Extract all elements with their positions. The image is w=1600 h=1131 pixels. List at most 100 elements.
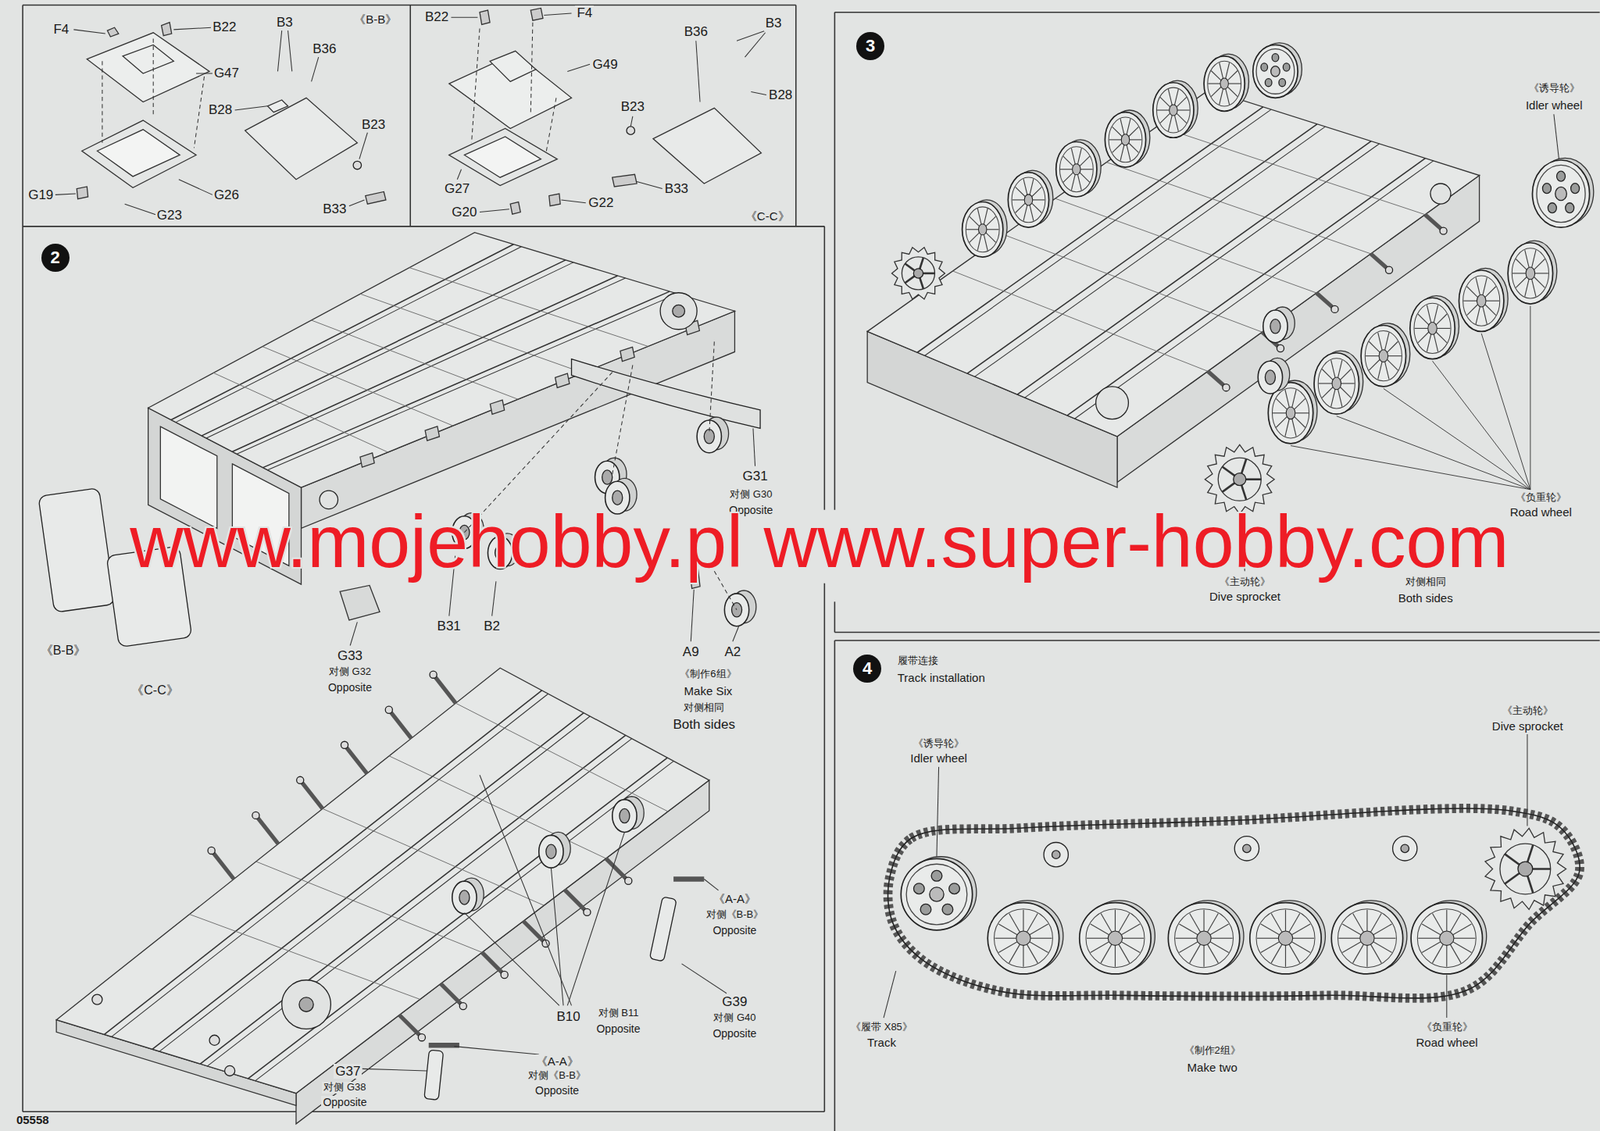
wheel-spoke — [1374, 938, 1396, 940]
torsion-bar-housing — [311, 320, 518, 400]
note-text: Opposite — [321, 1096, 368, 1109]
wheel-spoke — [1257, 938, 1279, 940]
small-part — [549, 193, 561, 207]
road-wheel — [1056, 139, 1101, 197]
part-name: Track — [865, 1035, 898, 1050]
idler-hole — [1278, 78, 1286, 87]
final-drive-housing — [660, 292, 697, 330]
wheel-spoke — [1112, 142, 1123, 153]
leader-line — [362, 1068, 427, 1072]
wheel-spoke — [1260, 924, 1280, 936]
idler-hole — [942, 903, 954, 915]
wheel-spoke — [1292, 389, 1297, 408]
leader-line — [1290, 446, 1531, 490]
hull-rib — [104, 690, 543, 1036]
sprocket-hub — [913, 268, 923, 279]
wheel-spoke — [1176, 113, 1187, 123]
road-wheel — [1203, 53, 1249, 111]
wheel-spoke — [1353, 914, 1365, 933]
part-number: G19 — [26, 187, 55, 204]
step-heading: Track installation — [896, 671, 987, 685]
wheel-spoke — [1178, 942, 1198, 954]
wheel-spoke — [1271, 914, 1283, 933]
wheel-spoke — [969, 216, 980, 226]
view-label: 《C-C》 — [743, 209, 792, 223]
track-line — [888, 808, 1581, 999]
leader-line — [288, 30, 293, 72]
wheel-spoke — [1275, 398, 1287, 410]
wheel-spoke — [1027, 914, 1039, 933]
wheel-spoke — [1435, 314, 1447, 325]
hull-rib — [248, 757, 668, 1079]
wheel-tyre-edge — [1011, 177, 1046, 223]
arm-axle — [385, 706, 393, 714]
note-text: 对侧 G40 — [711, 1012, 758, 1025]
wheel-spoke — [1210, 924, 1229, 936]
part-cylinder — [696, 420, 722, 454]
part-name: 《诱导轮》 — [911, 738, 966, 750]
sprocket-ring — [1500, 843, 1551, 895]
step-number-text: 2 — [50, 247, 60, 268]
final-drive-housing — [1096, 386, 1129, 420]
view-label: 《B-B》 — [352, 12, 399, 26]
suspension-mount — [620, 346, 635, 361]
wheel-tyre-edge — [965, 207, 1000, 253]
panel-border — [409, 5, 411, 227]
note-text: 对侧 G30 — [728, 489, 774, 501]
leader-line — [479, 775, 572, 1006]
wheel-spoke — [1079, 156, 1090, 166]
wheel-spoke — [1189, 944, 1201, 964]
step-heading: 履带连接 — [896, 655, 940, 668]
wheel-spoke — [1338, 389, 1343, 407]
idler-hole — [1260, 63, 1268, 72]
wheel-tyre-edge — [993, 909, 1053, 968]
panel-border — [824, 583, 826, 1112]
arm-axle — [459, 1003, 467, 1011]
hull-floor — [867, 89, 1479, 437]
wheel-spoke — [1368, 341, 1380, 353]
wheel-spoke — [998, 942, 1018, 954]
wheel-spoke — [1417, 938, 1440, 940]
wheel-rim — [1410, 297, 1455, 359]
hull-rib — [175, 246, 522, 423]
wheel-spoke — [1453, 938, 1475, 940]
wheel-spoke — [1485, 286, 1497, 298]
leader-line — [543, 13, 572, 16]
small-part — [510, 202, 521, 215]
wheel-spoke — [1022, 945, 1024, 967]
wheel-spoke — [1023, 205, 1028, 222]
wheel-spoke — [1121, 942, 1140, 954]
wheel-spoke — [1436, 328, 1450, 329]
part-cylinder — [1257, 360, 1283, 394]
part-number: G33 — [335, 648, 365, 665]
leader-line — [464, 913, 559, 1007]
track-links — [888, 808, 1581, 999]
part-number: B28 — [207, 102, 234, 118]
leader-line — [703, 878, 718, 890]
note-text: Both sides — [1396, 591, 1455, 605]
suspension-arm — [255, 815, 279, 845]
note-text: Make two — [1185, 1060, 1240, 1075]
assembly-guide — [193, 76, 204, 148]
idler-hole — [931, 870, 943, 882]
wheel-spoke — [1385, 361, 1390, 379]
assembly-guide — [471, 28, 480, 143]
wheel-spoke — [1388, 355, 1402, 357]
sprocket-teeth — [1485, 828, 1567, 910]
wheel-spoke — [1534, 277, 1546, 289]
wheel-tyre-edge — [1256, 909, 1315, 968]
wheel-spoke — [1260, 942, 1280, 954]
note-text: Opposite — [326, 681, 374, 694]
part-number: G47 — [212, 65, 241, 82]
final-drive-hub — [672, 304, 686, 318]
part-number: F4 — [51, 21, 71, 38]
small-part — [161, 22, 172, 36]
wheel-spoke — [1174, 115, 1179, 132]
small-part — [107, 27, 118, 37]
leader-line — [753, 428, 756, 466]
wheel-hub — [1107, 931, 1122, 946]
wheel-hub — [1378, 350, 1388, 363]
road-wheel — [1410, 296, 1460, 360]
note-text: 对侧 B11 — [596, 1007, 641, 1020]
torsion-bar-housing — [409, 267, 649, 347]
